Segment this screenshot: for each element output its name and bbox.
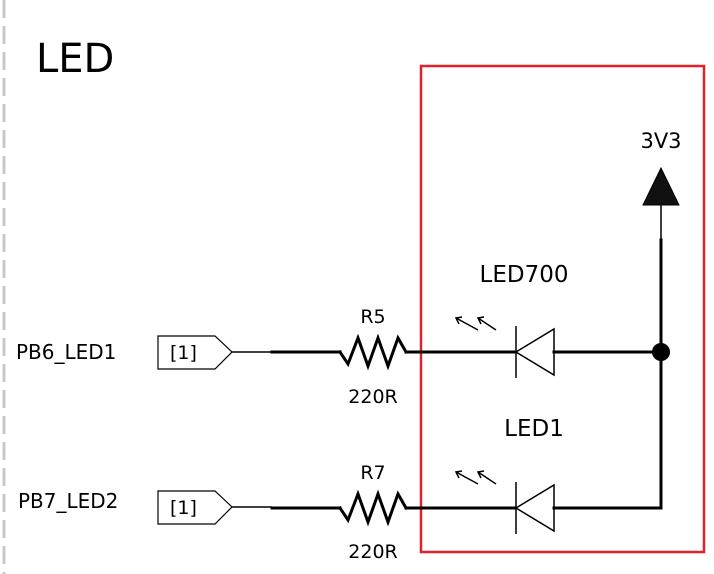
sheet-title: LED bbox=[36, 36, 114, 82]
resistor-value-r7: 220R bbox=[348, 541, 397, 563]
resistor-r5-icon bbox=[337, 333, 409, 371]
port-ref-2: [1] bbox=[170, 497, 197, 519]
resistor-r7-icon bbox=[337, 489, 409, 527]
led-1-icon bbox=[454, 470, 555, 534]
led-row-2: PB7_LED2 [1] R7 220R LED1 bbox=[18, 416, 663, 563]
power-label: 3V3 bbox=[640, 129, 681, 153]
highlight-box bbox=[419, 64, 706, 554]
net-label-pb6-led1: PB6_LED1 bbox=[16, 340, 116, 364]
port-symbol-2 bbox=[157, 490, 233, 525]
net-label-pb7-led2: PB7_LED2 bbox=[18, 489, 118, 513]
led-700-icon bbox=[454, 316, 555, 378]
led-label-led1: LED1 bbox=[504, 416, 564, 442]
led-row-1: PB6_LED1 [1] R5 220R LED700 bbox=[16, 262, 663, 408]
port-symbol-1 bbox=[157, 335, 233, 370]
resistor-value-r5: 220R bbox=[348, 386, 397, 408]
port-ref-1: [1] bbox=[170, 342, 197, 364]
led-label-led700: LED700 bbox=[480, 262, 569, 288]
resistor-ref-r7: R7 bbox=[360, 462, 385, 484]
power-arrow-icon bbox=[642, 166, 680, 206]
resistor-ref-r5: R5 bbox=[360, 306, 385, 328]
power-symbol-3v3: 3V3 bbox=[640, 129, 682, 240]
